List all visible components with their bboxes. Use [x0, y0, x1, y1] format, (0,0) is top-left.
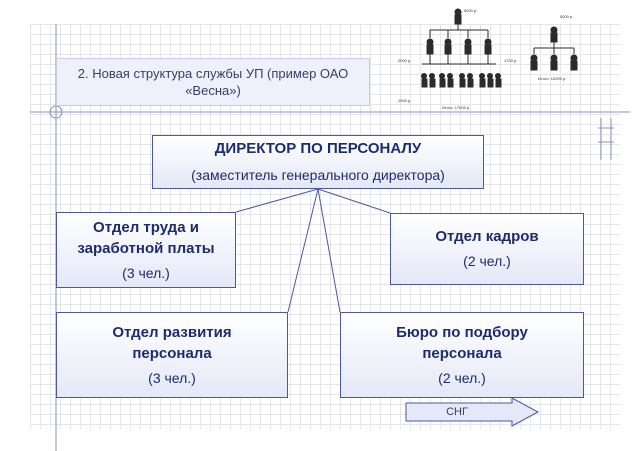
development-dept-count: (3 чел.): [148, 369, 196, 386]
thumbnail-right-tree: [530, 26, 578, 71]
slide-title-line1: 2. Новая структура службы УП (пример ОАО: [77, 66, 349, 81]
recruiting-bureau-line2: персонала: [422, 344, 502, 362]
connector-to-hr-dept: [317, 188, 391, 214]
thumbnail-right-mid: 1700 р.: [504, 58, 517, 63]
slide-title-line2: «Весна»): [185, 83, 241, 98]
thumbnail-left-top: 5000 р.: [464, 8, 477, 13]
recruiting-bureau-box: Бюро по подбору персонала (2 чел.): [340, 312, 584, 398]
hr-dept-count: (2 чел.): [463, 253, 511, 269]
connector-to-labor-dept: [235, 188, 319, 213]
hr-dept-line1: Отдел кадров: [435, 228, 539, 245]
slide-title: 2. Новая структура службы УП (пример ОАО…: [56, 58, 370, 106]
thumbnail-left-total: Итого: 17000 р.: [442, 105, 470, 110]
sng-arrow-label: СНГ: [446, 406, 468, 418]
thumbnail-left-tree: [421, 8, 502, 88]
sng-arrow: [405, 397, 540, 427]
development-dept-line2: персонала: [132, 344, 212, 362]
development-dept-line1: Отдел развития: [112, 323, 232, 341]
org-chart-thumbnail: 5000 р. 2000 р. 1500 р. Итого: 17000 р. …: [398, 8, 578, 110]
thumbnail-right-top: 5000 р.: [560, 14, 573, 19]
recruiting-bureau-line1: Бюро по подбору: [396, 323, 528, 341]
labor-dept-box: Отдел труда и заработной платы (3 чел.): [56, 212, 236, 288]
development-dept-box: Отдел развития персонала (3 чел.): [56, 312, 288, 398]
thumbnail-left-low: 1500 р.: [398, 98, 411, 103]
recruiting-bureau-count: (2 чел.): [438, 369, 486, 386]
labor-dept-count: (3 чел.): [122, 264, 170, 281]
director-heading: ДИРЕКТОР ПО ПЕРСОНАЛУ: [214, 140, 422, 157]
connector-to-recruiting-bureau: [317, 188, 341, 313]
labor-dept-line2: заработной платы: [77, 239, 215, 257]
thumbnail-left-mid: 2000 р.: [398, 58, 411, 63]
connector-to-development-dept: [287, 188, 319, 313]
director-box: ДИРЕКТОР ПО ПЕРСОНАЛУ (заместитель генер…: [152, 135, 484, 189]
director-caption: (заместитель генерального директора): [191, 167, 445, 183]
labor-dept-line1: Отдел труда и: [93, 218, 199, 236]
hr-dept-box: Отдел кадров (2 чел.): [390, 213, 584, 285]
thumbnail-right-total: Итого: 10200 р.: [538, 76, 566, 81]
